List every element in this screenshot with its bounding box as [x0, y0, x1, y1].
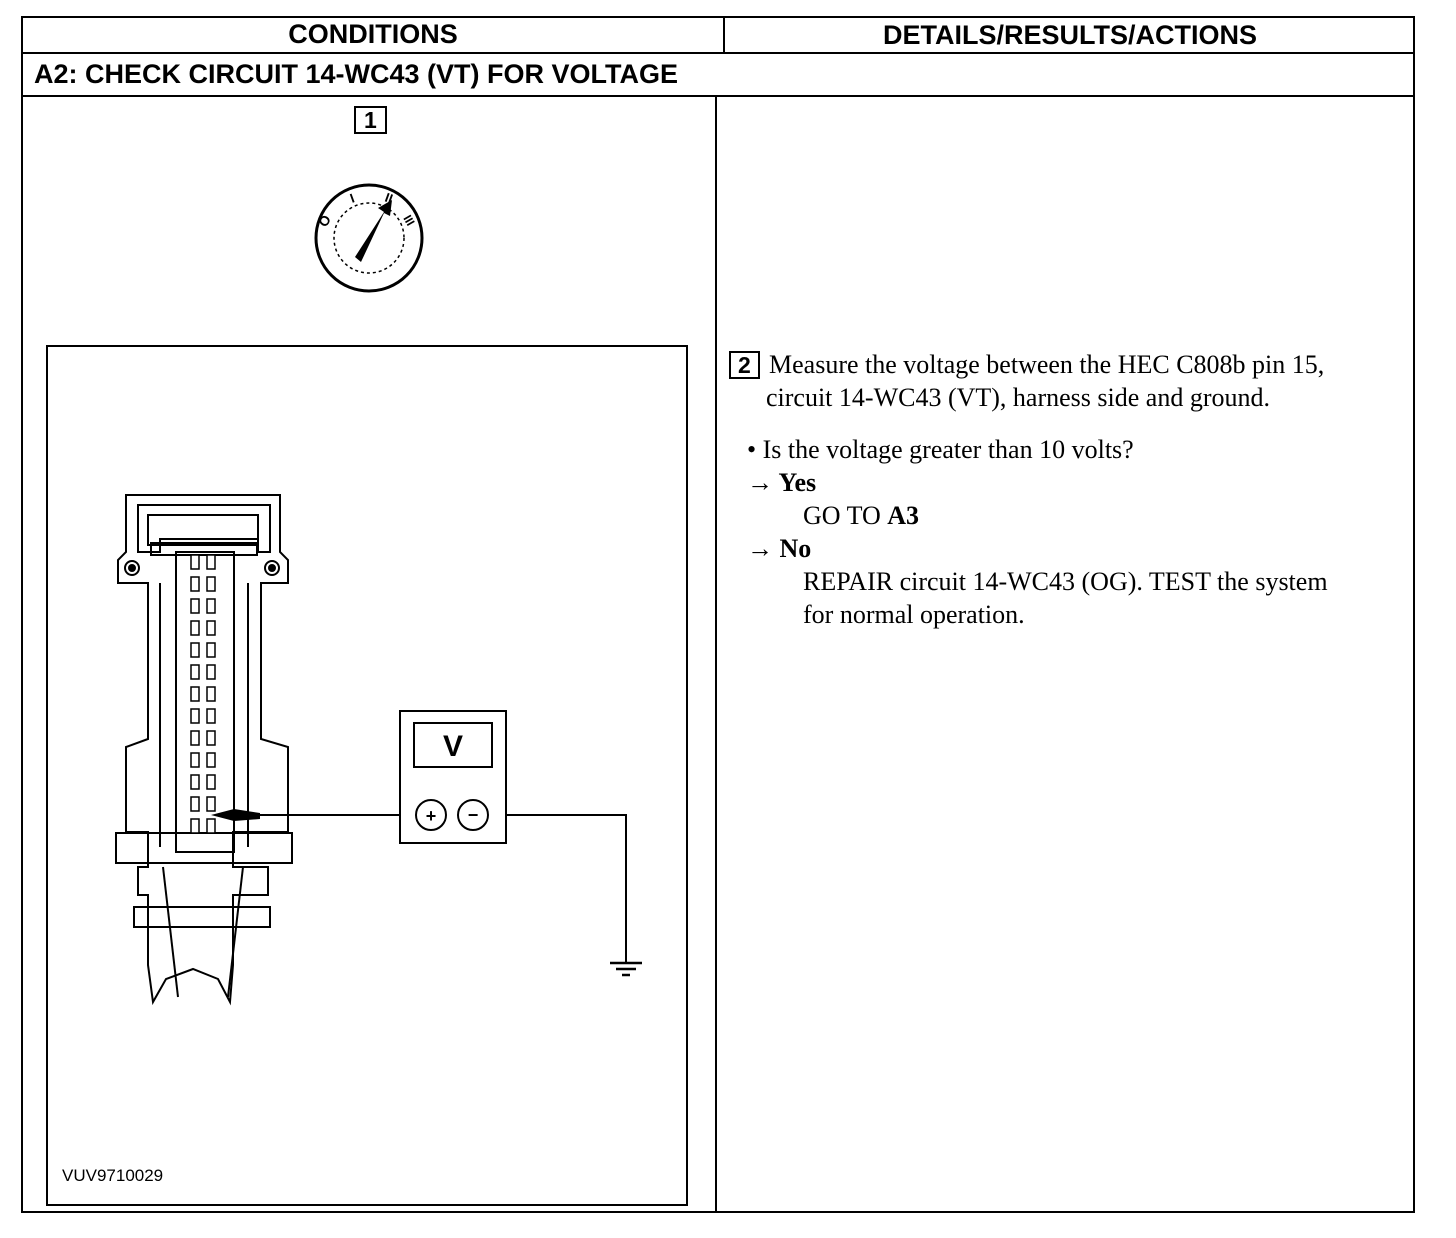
header-column-divider	[723, 16, 725, 53]
connector-pin	[206, 774, 216, 790]
connector-pin	[190, 686, 200, 702]
details-header: DETAILS/RESULTS/ACTIONS	[882, 20, 1257, 50]
test-title: A2: CHECK CIRCUIT 14-WC43 (VT) FOR VOLTA…	[34, 59, 679, 89]
ignition-label-on: II	[383, 190, 395, 207]
yes-branch: → Yes	[729, 466, 1409, 499]
connector-pin	[206, 664, 216, 680]
no-action-line-1: REPAIR circuit 14-WC43 (OG). TEST the sy…	[803, 567, 1328, 596]
title-divider	[21, 95, 1415, 97]
figure-frame	[46, 345, 688, 1206]
connector-pin	[206, 708, 216, 724]
connector-pin	[190, 818, 200, 834]
connector-pin	[206, 752, 216, 768]
conditions-header: CONDITIONS	[288, 19, 458, 49]
connector-pin	[190, 796, 200, 812]
connector-pin	[206, 576, 216, 592]
no-label: No	[779, 534, 812, 563]
question: • Is the voltage greater than 10 volts?	[747, 435, 1134, 464]
connector-pin	[190, 598, 200, 614]
step-1-number: 1	[354, 106, 387, 134]
connector-pin	[190, 620, 200, 636]
step-1-marker: 1	[354, 106, 387, 134]
connector-pin	[190, 752, 200, 768]
connector-pin	[190, 576, 200, 592]
connector-pin	[206, 620, 216, 636]
ground-icon	[610, 961, 642, 977]
no-action-line-2: for normal operation.	[803, 600, 1025, 629]
body-column-divider	[715, 95, 717, 1213]
yes-label: Yes	[778, 468, 817, 497]
step-2-block: 2 Measure the voltage between the HEC C8…	[729, 348, 1409, 631]
ignition-label-acc: I	[348, 190, 357, 205]
yes-action-prefix: GO TO	[803, 501, 888, 530]
meter-minus-label: −	[468, 805, 479, 825]
table-border	[21, 16, 1415, 1213]
figure-id: VUV9710029	[62, 1166, 163, 1185]
connector-pin	[206, 598, 216, 614]
instruction-line-2: circuit 14-WC43 (VT), harness side and g…	[766, 383, 1270, 412]
ignition-switch-icon: O I II III	[314, 183, 424, 293]
connector-pin	[206, 796, 216, 812]
arrow-icon: →	[747, 534, 773, 563]
connector-pin	[206, 642, 216, 658]
connector-voltmeter-diagram: V + − VUV9710029	[62, 494, 642, 1185]
connector-pin	[190, 774, 200, 790]
connector-pin	[190, 554, 200, 570]
no-branch: → No	[729, 532, 1409, 565]
yes-action-target: A3	[887, 501, 920, 530]
arrow-icon: →	[747, 468, 773, 497]
yes-action: GO TO A3	[729, 499, 1409, 532]
connector-pin	[190, 708, 200, 724]
header-divider	[21, 52, 1415, 54]
connector-pin	[206, 686, 216, 702]
connector-pin	[190, 730, 200, 746]
connector-pin	[206, 818, 216, 834]
connector-pin	[206, 554, 216, 570]
meter-display-label: V	[443, 730, 463, 763]
connector-pin	[190, 642, 200, 658]
meter-plus-label: +	[426, 806, 437, 826]
step-2-number: 2	[729, 351, 760, 379]
instruction-line-1: Measure the voltage between the HEC C808…	[769, 350, 1325, 379]
connector-pin	[206, 730, 216, 746]
connector-pin	[190, 664, 200, 680]
